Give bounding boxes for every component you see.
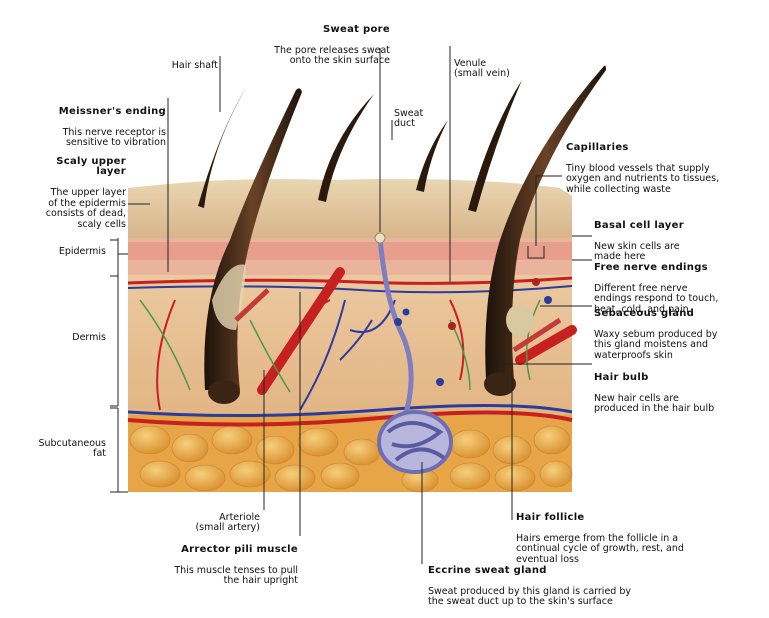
scaly-desc: The upper layer of the epidermis consist… [14, 188, 126, 230]
sebaceous-title: Sebaceous gland [594, 309, 766, 320]
label-subcutaneous: Subcutaneous fat [6, 428, 106, 470]
label-sweat-pore: Sweat pore The pore releases sweat onto … [210, 14, 390, 77]
arrector-title: Arrector pili muscle [120, 545, 298, 556]
label-scaly-layer: Scaly upper layer The upper layer of the… [14, 146, 126, 241]
arrector-desc: This muscle tenses to pull the hair upri… [120, 566, 298, 587]
hair-shaft-text: Hair shaft [140, 61, 218, 72]
sweat-pore-dot [375, 233, 385, 243]
label-hair-shaft: Hair shaft [140, 50, 218, 82]
scaly-title: Scaly upper layer [14, 157, 126, 178]
label-eccrine: Eccrine sweat gland Sweat produced by th… [428, 555, 728, 618]
label-dermis: Dermis [20, 322, 106, 354]
capillaries-title: Capillaries [566, 143, 766, 154]
skin-anatomy-diagram: Sweat pore The pore releases sweat onto … [0, 0, 769, 584]
label-venule: Venule (small vein) [454, 48, 544, 90]
basal-title: Basal cell layer [594, 221, 766, 232]
hair-bulb-title: Hair bulb [594, 373, 766, 384]
epidermis-text: Epidermis [20, 247, 106, 258]
hair-bulb-desc: New hair cells are produced in the hair … [594, 394, 766, 415]
sweat-pore-title: Sweat pore [210, 25, 390, 36]
sweat-pore-desc: The pore releases sweat onto the skin su… [210, 46, 390, 67]
eccrine-desc: Sweat produced by this gland is carried … [428, 587, 728, 608]
arteriole-text: Arteriole (small artery) [160, 513, 260, 534]
venule-text: Venule (small vein) [454, 59, 544, 80]
bracket-epidermis [110, 238, 128, 276]
sweat-duct-text: Sweat duct [394, 109, 444, 130]
capillaries-desc: Tiny blood vessels that supply oxygen an… [566, 164, 766, 196]
eccrine-title: Eccrine sweat gland [428, 566, 728, 577]
bracket-subcutaneous [110, 408, 128, 492]
label-sweat-duct: Sweat duct [394, 98, 444, 140]
label-sebaceous: Sebaceous gland Waxy sebum produced by t… [594, 298, 766, 372]
label-capillaries: Capillaries Tiny blood vessels that supp… [566, 132, 766, 206]
free-nerve-title: Free nerve endings [594, 263, 766, 274]
hair-follicle-title: Hair follicle [516, 513, 766, 524]
label-epidermis: Epidermis [20, 236, 106, 268]
dermis-text: Dermis [20, 333, 106, 344]
eccrine-coil [379, 412, 451, 472]
label-arrector: Arrector pili muscle This muscle tenses … [120, 534, 298, 597]
bracket-dermis [110, 276, 118, 406]
subcutaneous-text: Subcutaneous fat [6, 439, 106, 460]
label-hair-bulb: Hair bulb New hair cells are produced in… [594, 362, 766, 425]
meissners-title: Meissner's ending [20, 107, 166, 118]
sebaceous-desc: Waxy sebum produced by this gland moiste… [594, 330, 766, 362]
